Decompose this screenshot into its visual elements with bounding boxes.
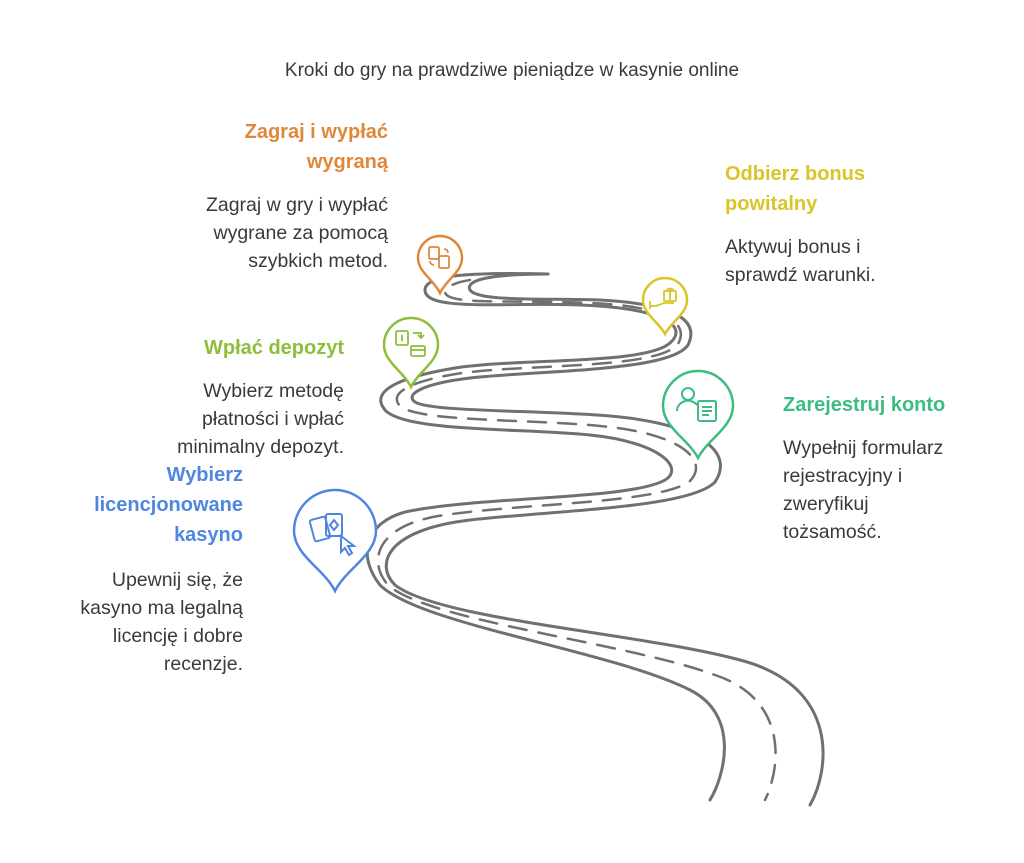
road-edge-outer [365, 271, 726, 802]
gift-hand-icon [649, 287, 677, 309]
step-description: Wypełnij formularz rejestracyjny i zwery… [783, 437, 944, 543]
pin-zagraj [416, 234, 464, 296]
step-zarejestruj: Zarejestruj konto Wypełnij formularz rej… [783, 390, 1003, 546]
step-wplac: Wpłać depozyt Wybierz metodę płatności i… [90, 333, 344, 461]
step-heading: Odbierz bonus powitalny [725, 163, 865, 215]
step-odbierz: Odbierz bonus powitalny Aktywuj bonus i … [725, 159, 985, 289]
road-center-line [376, 278, 777, 802]
page-title: Kroki do gry na prawdziwe pieniądze w ka… [284, 60, 740, 81]
step-description: Upewnij się, że kasyno ma legalną licenc… [80, 569, 243, 675]
step-heading: Zarejestruj konto [783, 394, 946, 416]
step-heading: Wpłać depozyt [203, 337, 344, 359]
step-heading: Zagraj i wypłać wygraną [244, 121, 388, 173]
step-description: Zagraj w gry i wypłać wygrane za pomocą … [205, 194, 388, 272]
pin-odbierz [641, 277, 689, 337]
money-exchange-icon [428, 246, 450, 269]
user-form-icon [675, 387, 717, 422]
cards-click-icon [308, 513, 357, 557]
pin-wplac [382, 316, 440, 390]
step-heading: Wybierz licencjonowane kasyno [94, 464, 243, 546]
step-description: Wybierz metodę płatności i wpłać minimal… [177, 380, 344, 458]
step-description: Aktywuj bonus i sprawdź warunki. [725, 236, 876, 286]
wallet-transfer-icon [395, 330, 426, 357]
pin-zarejestruj [661, 369, 735, 461]
step-zagraj: Zagraj i wypłać wygraną Zagraj w gry i w… [120, 117, 388, 275]
step-wybierz: Wybierz licencjonowane kasyno Upewnij si… [30, 460, 243, 678]
road-edge-inner [384, 272, 825, 807]
pin-wybierz [292, 488, 378, 594]
